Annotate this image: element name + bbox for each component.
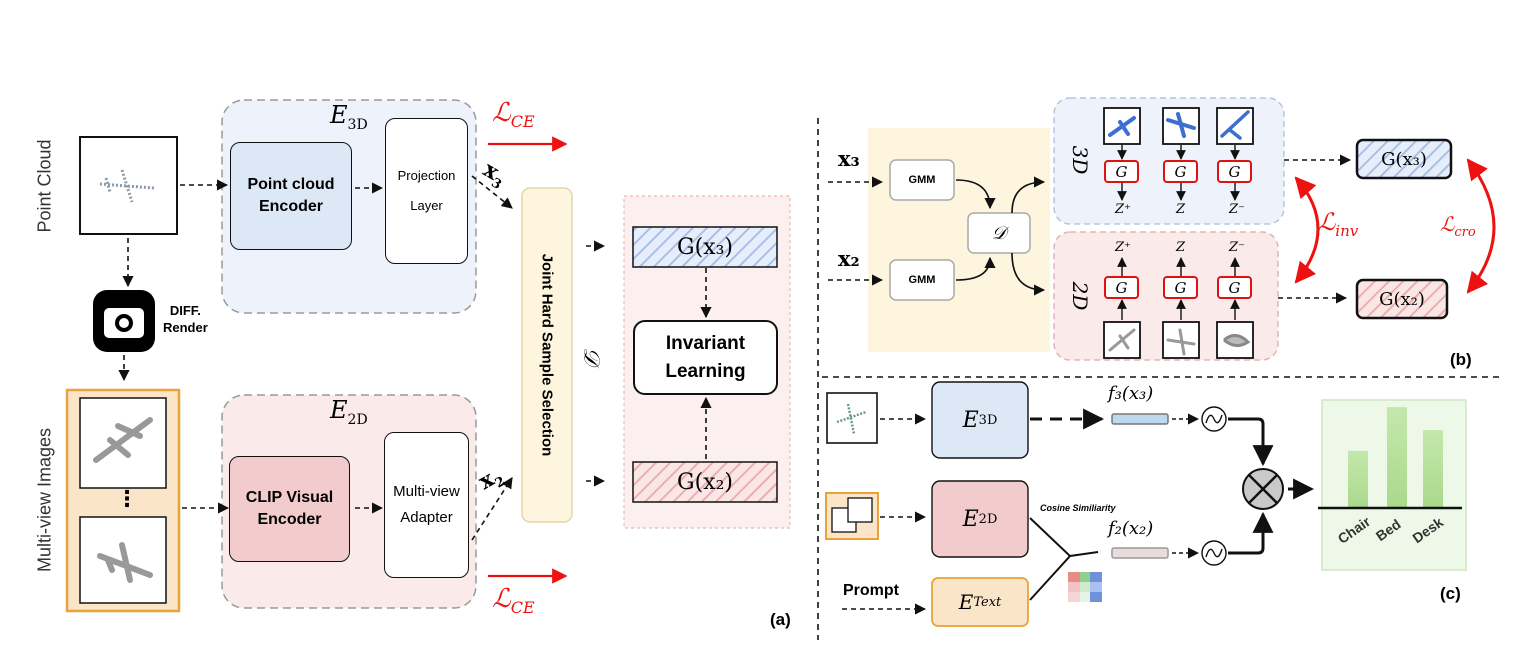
point-cloud-label: Point Cloud [34,139,55,233]
gx2-label-b: G(x₂) [1379,288,1425,310]
d-box-b [967,212,1031,254]
gmm-box-top [889,159,955,201]
airplane-render-icon [93,417,153,583]
gx3-box-b [1355,138,1453,180]
bar-chair [1348,450,1368,508]
f2-label: f₂(x₂) [1108,518,1154,539]
caption-b: (b) [1450,350,1472,369]
l-inv-label: ℒinv [1318,208,1359,240]
diff-render-label: DIFF. Render [163,303,208,335]
l-cro-arrow [1466,158,1496,294]
g-label: G [1174,162,1187,181]
etext-box-c [931,577,1029,627]
invariant-learning-box: Invariant Learning [633,320,778,395]
g-label: G [1174,278,1187,297]
multiview-adapter-box: Multi-view Adapter [384,432,469,578]
cosine-similarity-label: Cosine Similiarity [1040,503,1116,513]
gx3-box-a [632,226,778,268]
gmm-top-label: GMM [908,174,936,186]
e2d-box-c [931,480,1029,558]
gx3-label-a: G(x₃) [677,234,733,260]
pointcloud-thumb-c [826,392,878,444]
score-chart [1348,407,1443,508]
column-3d-b [1103,107,1254,201]
bar-desk [1423,430,1443,508]
gmm-bottom-label: GMM [908,274,936,286]
joint-selection-label: Joint Hard Sample Selection [538,253,556,457]
z-minus-label: Z⁻ [1229,240,1245,255]
point-cloud-encoder-box: Point cloud Encoder [230,142,352,250]
g-label: G [1115,162,1128,181]
loss-ce-bottom: ℒCE [492,584,535,618]
loss-ce-top: ℒCE [492,98,535,132]
gx3-label-b: G(x₃) [1381,148,1427,170]
airplane-pointcloud-icon [99,169,155,203]
z-minus-label: Z⁻ [1229,202,1245,217]
multiview-label: Multi-view Images [34,427,55,573]
gx2-box-b [1355,278,1449,320]
caption-a: (a) [770,610,791,629]
caption-c: (c) [1440,584,1461,603]
label-3d-b: 3D [1068,145,1092,175]
g-label: G [1228,278,1241,297]
label-2d-b: 2D [1068,281,1092,311]
bar-bed [1387,407,1407,508]
column-2d-b [1103,257,1254,359]
e3d-title: E3D [330,101,368,133]
f3-feature-bar [1111,413,1169,425]
z-label: Z [1176,240,1186,255]
prompt-label: Prompt [843,582,899,599]
l-cro-label: ℒcro [1440,212,1476,240]
cosine-merge-lines [1029,517,1099,601]
d-symbol-a: 𝒟 [578,347,604,365]
multiply-icon [1242,468,1284,510]
l-inv-arrow [1294,176,1320,284]
f3-label: f₃(x₃) [1108,383,1154,404]
z-label: Z [1176,202,1186,217]
x2-label-b: x₂ [838,246,860,271]
gmm-box-bottom [889,259,955,301]
text-embedding-heatmap [1068,572,1102,602]
projection-layer-box: Projection Layer [385,118,468,264]
ellipsis-label: ⋮ [116,486,138,511]
e2d-title: E2D [330,396,368,428]
z-plus-label: Z⁺ [1115,240,1131,255]
e3d-box-c [931,381,1029,459]
g-label: G [1228,162,1241,181]
z-plus-label: Z⁺ [1115,202,1131,217]
gx2-box-a [632,461,778,503]
joint-selection-box [521,187,573,523]
f2-feature-bar [1111,547,1169,559]
gx2-label-a: G(x₂) [677,469,733,495]
d-symbol-b: 𝒟 [991,222,1007,244]
clip-visual-encoder-box: CLIP Visual Encoder [229,456,350,562]
normalize-icon [1201,406,1227,566]
g-label: G [1115,278,1128,297]
x3-label-b: x₃ [838,146,860,171]
